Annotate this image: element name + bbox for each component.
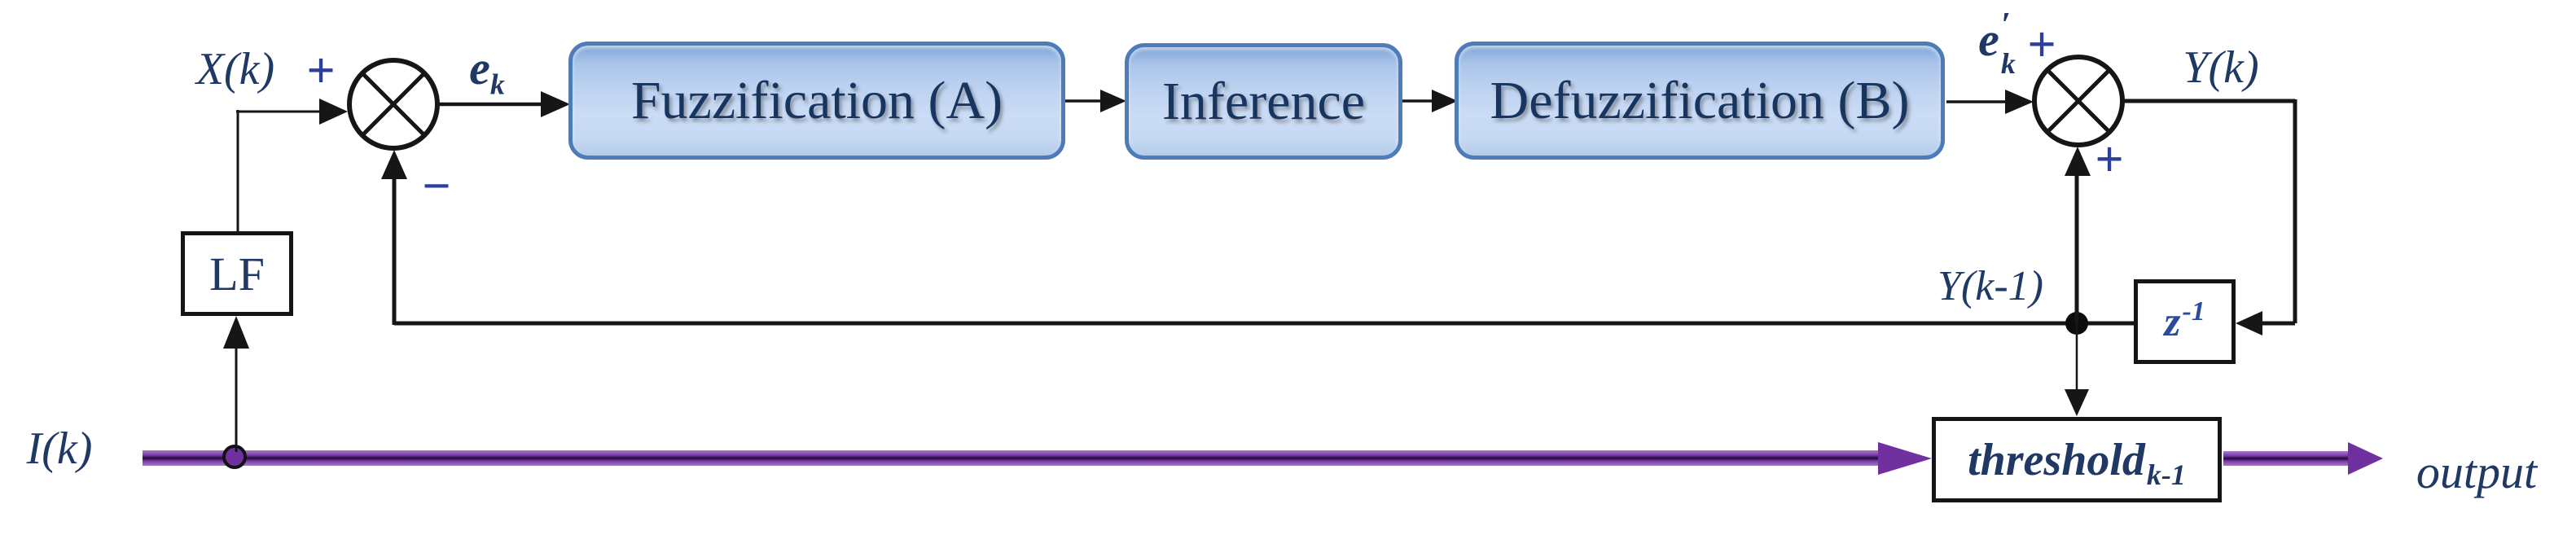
z-delay-label: z-1 xyxy=(2164,296,2205,345)
arrowhead-into-threshold xyxy=(2065,389,2089,416)
error-prime-subscript: k xyxy=(2000,46,2016,80)
arrowhead-into-z-delay xyxy=(2236,311,2262,335)
inference-label: Inference xyxy=(1161,71,1366,131)
arrowhead-into-defuzzification xyxy=(1432,90,1458,112)
y-prev-branch xyxy=(2065,147,2091,416)
arrowhead-into-sum2 xyxy=(2005,90,2034,114)
output-label: output xyxy=(2416,445,2538,498)
arrowhead-into-fuzzification xyxy=(541,91,570,117)
threshold-label: thresholdk-1 xyxy=(1968,434,2186,491)
error-signal-label: ek xyxy=(469,42,505,101)
arrowhead-into-inference xyxy=(1100,90,1126,112)
inference-to-defuzz-wire xyxy=(1402,90,1458,112)
y-output-label: Y(k) xyxy=(2183,42,2259,93)
sum2-plus-sign-bottom: + xyxy=(2095,132,2124,187)
arrowhead-into-sum2-plus xyxy=(2065,147,2091,176)
sum1-plus-sign: + xyxy=(306,43,336,99)
fuzzification-label: Fuzzification (A) xyxy=(630,70,1003,130)
error-prime-signal-label: e′k xyxy=(1978,6,2016,80)
error-subscript: k xyxy=(489,68,505,101)
purple-tap-junction xyxy=(222,445,247,469)
feedback-wire xyxy=(381,150,2135,326)
summing-junction-2 xyxy=(2032,55,2125,147)
i-input-label: I(k) xyxy=(26,423,93,474)
defuzzification-label: Defuzzification (B) xyxy=(1490,70,1910,130)
x-input-wire xyxy=(236,99,348,231)
inference-block: Inference xyxy=(1125,43,1402,160)
summing-junction-1 xyxy=(347,58,440,151)
threshold-block: thresholdk-1 xyxy=(1932,417,2222,502)
sum1-minus-sign: − xyxy=(422,159,451,214)
y-previous-label: Y(k-1) xyxy=(1937,263,2043,309)
fuzzification-block: Fuzzification (A) xyxy=(568,42,1065,160)
defuzzification-block: Defuzzification (B) xyxy=(1455,42,1945,160)
lf-label: LF xyxy=(209,247,265,300)
error-wire xyxy=(440,91,570,117)
sum2-plus-sign-top: + xyxy=(2027,17,2056,72)
error-prime-wire xyxy=(1946,90,2034,114)
z-delay-exponent: -1 xyxy=(2182,296,2205,327)
y-output-wire xyxy=(2122,99,2297,335)
arrowhead-into-sum1-minus xyxy=(381,150,407,179)
purple-arrowhead-into-threshold xyxy=(1878,442,1932,475)
x-input-label: X(k) xyxy=(195,44,275,94)
fuzz-to-inference-wire xyxy=(1065,90,1126,112)
z-delay-block: z-1 xyxy=(2134,279,2236,364)
arrowhead-into-sum1 xyxy=(319,99,348,125)
prime-mark: ′ xyxy=(2000,6,2011,44)
arrowhead-into-lf xyxy=(223,316,249,349)
lf-block: LF xyxy=(181,231,293,316)
purple-signal-line xyxy=(143,442,2383,475)
threshold-subscript: k-1 xyxy=(2146,458,2186,491)
purple-arrowhead-to-output xyxy=(2348,442,2383,475)
lf-input-wire xyxy=(223,316,249,452)
